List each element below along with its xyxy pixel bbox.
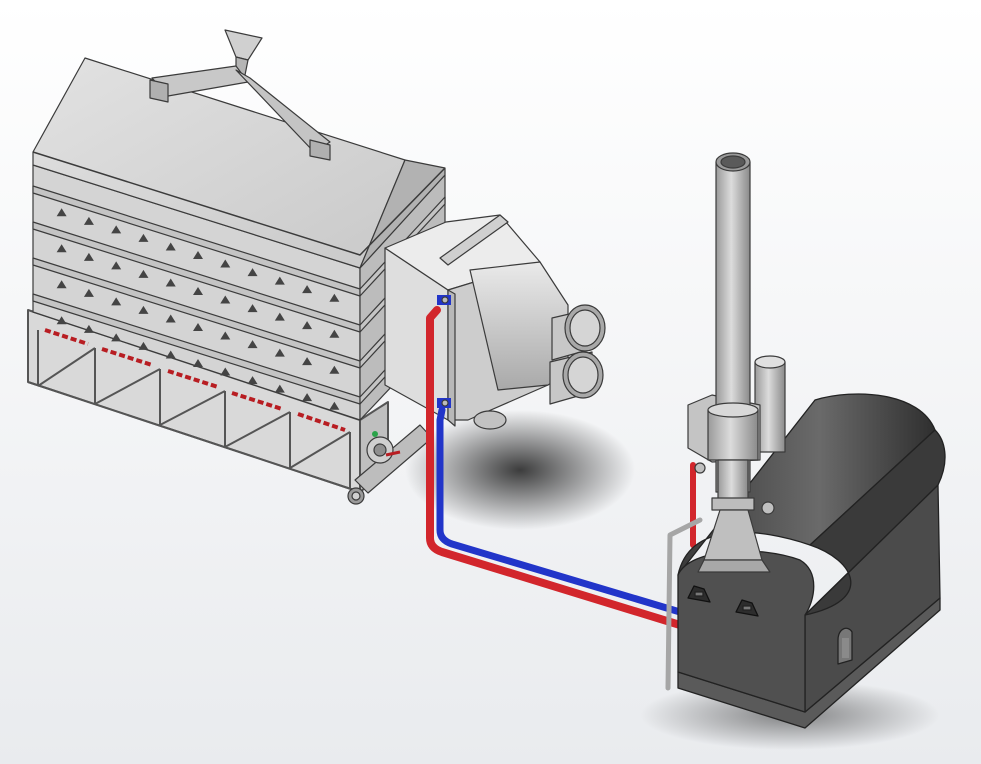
vent-icon (274, 348, 285, 357)
vent-icon (302, 285, 313, 294)
vent-icon (302, 393, 313, 402)
vent-icon (247, 304, 258, 313)
vent-icon (274, 384, 285, 393)
vent-icon (302, 357, 313, 366)
furnace-doors (687, 585, 759, 617)
vent-icon (83, 252, 94, 261)
exchanger-shadow (405, 410, 635, 530)
vent-icon (83, 288, 94, 297)
vent-icon (56, 316, 67, 325)
vent-icon (165, 314, 176, 323)
exchanger-flange (439, 214, 509, 266)
furnace-door-handle (742, 605, 752, 611)
dryer-base-heaters (44, 328, 346, 432)
drain-pipe (665, 517, 703, 691)
vent-icon (111, 297, 122, 306)
vent-icon (193, 323, 203, 331)
vent-icon (329, 365, 340, 374)
vent-icon (56, 244, 67, 253)
vent-icon (302, 321, 313, 330)
vent-icon (274, 312, 285, 321)
vent-icon (138, 305, 149, 314)
vent-icon (138, 269, 149, 278)
exchanger-outlets (473, 304, 606, 430)
dryer-vents (56, 208, 340, 410)
feed-chute (149, 29, 331, 161)
vent-icon (83, 324, 94, 333)
vent-icon (247, 268, 258, 277)
vent-icon (193, 251, 203, 259)
vent-icon (329, 293, 340, 302)
vent-icon (247, 340, 258, 349)
vent-icon (138, 233, 149, 242)
furnace-door-handle (694, 591, 704, 597)
vent-icon (247, 376, 258, 385)
vent-icon (329, 329, 340, 338)
vent-icon (220, 259, 231, 268)
vent-icon (193, 359, 203, 367)
discharge-auger (347, 424, 433, 505)
dryer-tier-bands (32, 185, 446, 405)
grain-dryer (27, 29, 446, 505)
vent-icon (220, 331, 231, 340)
vent-icon (111, 333, 122, 342)
vent-icon (274, 276, 285, 285)
vent-icon (165, 350, 176, 359)
chimney-assembly (687, 152, 786, 573)
vent-icon (193, 287, 203, 295)
furnace (677, 393, 946, 729)
vent-icon (83, 216, 94, 225)
heat-exchanger (384, 214, 606, 430)
vent-icon (111, 225, 122, 234)
vent-icon (220, 367, 231, 376)
roof-eave (32, 151, 446, 256)
vent-icon (329, 401, 340, 410)
hot-water-pipe (426, 306, 684, 629)
return-pipe (436, 406, 684, 616)
vent-icon (111, 261, 122, 270)
dryer-roof-side (359, 159, 446, 269)
vent-icon (138, 341, 149, 350)
vent-icon (220, 295, 231, 304)
vent-icon (165, 278, 176, 287)
furnace-front (677, 550, 815, 713)
vent-icon (165, 242, 176, 251)
vent-icon (56, 208, 67, 217)
vent-icon (56, 280, 67, 289)
